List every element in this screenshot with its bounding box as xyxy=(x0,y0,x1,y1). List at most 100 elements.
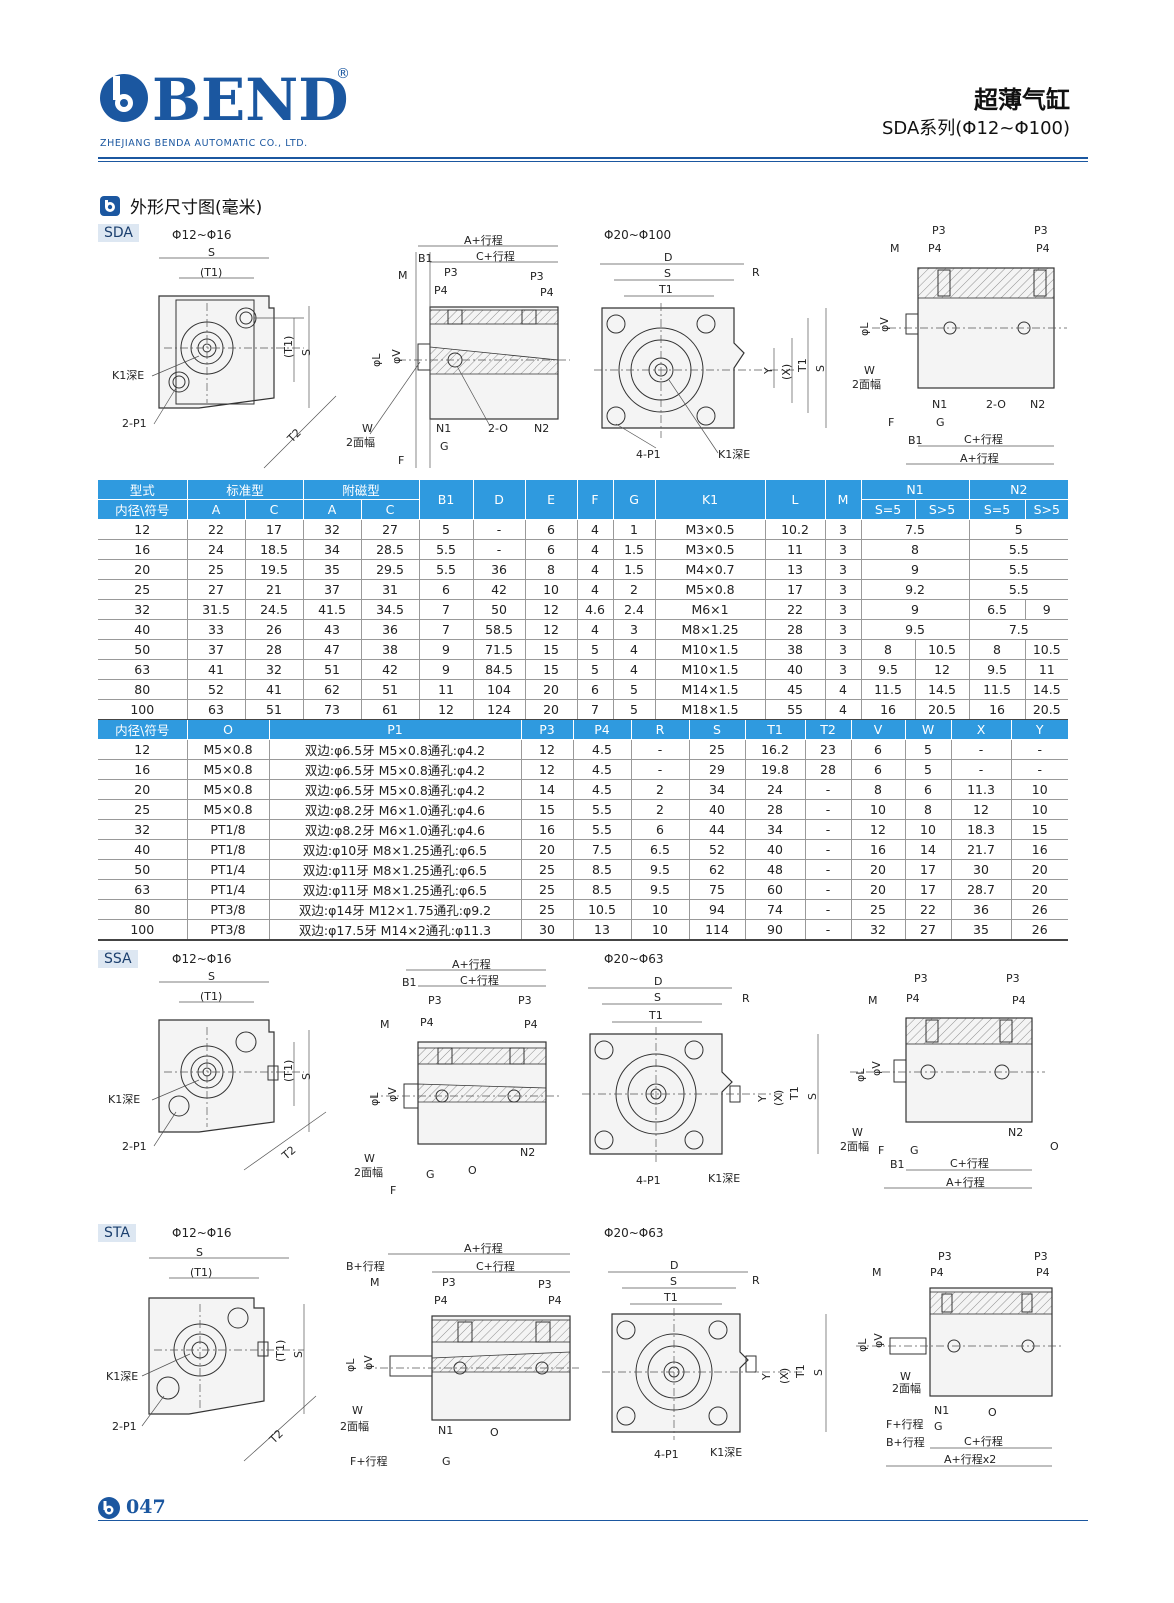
table1-cell: M10×1.5 xyxy=(655,659,766,680)
table2-header-cell: P4 xyxy=(573,720,632,740)
dimension-table-1: 型式 标准型 附磁型 B1 D E F G K1 L M N1 N2 内径\符号… xyxy=(98,480,1069,721)
svg-text:φL: φL xyxy=(344,1358,357,1372)
svg-text:2面幅: 2面幅 xyxy=(840,1140,869,1153)
table2-cell: 8 xyxy=(905,799,952,820)
table1-cell: 3 xyxy=(825,519,862,540)
table2-cell: 10 xyxy=(905,819,952,840)
table2-cell: 52 xyxy=(689,839,746,860)
table1-cell: 3 xyxy=(825,659,862,680)
table2-cell: 12 xyxy=(521,739,574,760)
sta-tag: STA xyxy=(98,1224,136,1242)
table1-cell: 14.5 xyxy=(915,679,970,700)
table1-cell: M3×0.5 xyxy=(655,519,766,540)
svg-text:A+行程x2: A+行程x2 xyxy=(944,1453,996,1466)
table1-cell: 5.5 xyxy=(969,579,1069,600)
svg-text:T1: T1 xyxy=(796,358,809,373)
table1-cell: 6 xyxy=(419,579,474,600)
table1-cell: M5×0.8 xyxy=(655,579,766,600)
svg-text:O: O xyxy=(468,1164,477,1177)
svg-text:2面幅: 2面幅 xyxy=(340,1420,369,1433)
svg-text:T1: T1 xyxy=(663,1291,678,1304)
table2-cell: 27 xyxy=(905,919,952,941)
svg-text:P3: P3 xyxy=(1034,1250,1048,1263)
svg-text:φV: φV xyxy=(390,349,403,364)
table1-cell: 1.5 xyxy=(613,559,656,580)
table1-cell: 12 xyxy=(419,699,474,721)
table1-cell: 6 xyxy=(577,679,614,700)
table2-cell: 22 xyxy=(905,899,952,920)
table2-cell: 10 xyxy=(631,899,690,920)
table2-cell: - xyxy=(805,879,852,900)
table2-header-cell: X xyxy=(951,720,1012,740)
svg-text:P4: P4 xyxy=(524,1018,538,1031)
table2-cell: 20 xyxy=(98,779,188,800)
table2-cell: PT1/4 xyxy=(187,859,270,880)
table2-cell: 5 xyxy=(905,739,952,760)
table1-cell: 42 xyxy=(473,579,526,600)
svg-text:A+行程: A+行程 xyxy=(946,1176,985,1189)
table1-cell: 32 xyxy=(98,599,188,620)
table2-cell: 32 xyxy=(98,819,188,840)
table2-cell: 26 xyxy=(1011,899,1068,920)
table2-cell: 28 xyxy=(805,759,852,780)
table2-cell: 25 xyxy=(521,879,574,900)
table2-cell: 100 xyxy=(98,919,188,941)
table2-cell: PT1/8 xyxy=(187,839,270,860)
svg-text:C+行程: C+行程 xyxy=(964,1435,1003,1448)
table2-cell: 9.5 xyxy=(631,879,690,900)
table1-cell: 33 xyxy=(187,619,246,640)
table1-cell: 9 xyxy=(861,559,970,580)
table1-cell: M3×0.5 xyxy=(655,539,766,560)
svg-text:φL: φL xyxy=(856,1338,869,1352)
table2-cell: 9.5 xyxy=(631,859,690,880)
th-n1-s5: S=5 xyxy=(861,499,916,520)
table2-header-cell: O xyxy=(187,720,270,740)
table2-cell: 12 xyxy=(851,819,906,840)
table2-cell: 15 xyxy=(1011,819,1068,840)
table1-cell: 5 xyxy=(577,639,614,660)
svg-text:G: G xyxy=(442,1455,451,1468)
th-magnetic: 附磁型 xyxy=(303,480,420,500)
svg-text:K1深E: K1深E xyxy=(108,1093,140,1106)
table1-cell: 11.5 xyxy=(969,679,1026,700)
table2-header-cell: Y xyxy=(1011,720,1068,740)
table2-cell: PT1/4 xyxy=(187,879,270,900)
svg-text:N2: N2 xyxy=(534,422,549,435)
svg-text:R: R xyxy=(742,992,750,1005)
table2-cell: 12 xyxy=(98,739,188,760)
table2-cell: 双边:φ11牙 M8×1.25通孔:φ6.5 xyxy=(269,859,522,880)
table2-cell: 6 xyxy=(905,779,952,800)
svg-text:G: G xyxy=(936,416,945,429)
table1-cell: 34 xyxy=(303,539,362,560)
table1-cell: 38 xyxy=(361,639,420,660)
table1-cell: 15 xyxy=(525,639,578,660)
ssa-tag: SSA xyxy=(98,950,138,968)
table1-cell: 7.5 xyxy=(861,519,970,540)
table2-cell: - xyxy=(1011,739,1068,760)
th-mag-c: C xyxy=(361,499,420,520)
svg-text:(X): (X) xyxy=(780,364,793,380)
th-b1: B1 xyxy=(419,480,474,520)
svg-text:S: S xyxy=(208,970,215,983)
table2-cell: 8 xyxy=(851,779,906,800)
table1-cell: 28.5 xyxy=(361,539,420,560)
table2-cell: - xyxy=(805,839,852,860)
table1-cell: 27 xyxy=(187,579,246,600)
svg-text:D: D xyxy=(654,975,662,988)
header-rule xyxy=(98,157,1088,159)
svg-text:W: W xyxy=(864,364,875,377)
table2-cell: 2 xyxy=(631,779,690,800)
table1-cell: 37 xyxy=(303,579,362,600)
table1-cell: 4 xyxy=(577,539,614,560)
table1-cell: 3 xyxy=(825,639,862,660)
table2-cell: 14 xyxy=(905,839,952,860)
svg-text:N2: N2 xyxy=(1008,1126,1023,1139)
table2-cell: 30 xyxy=(951,859,1012,880)
svg-text:P3: P3 xyxy=(1006,972,1020,985)
svg-text:N1: N1 xyxy=(438,1424,453,1437)
table1-cell: 45 xyxy=(765,679,826,700)
table2-cell: 双边:φ10牙 M8×1.25通孔:φ6.5 xyxy=(269,839,522,860)
table1-cell: 12 xyxy=(525,619,578,640)
